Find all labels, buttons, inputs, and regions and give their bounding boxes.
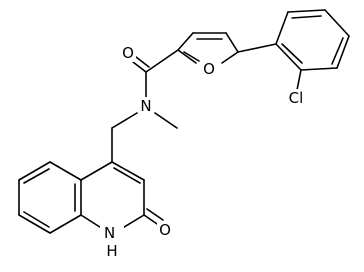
bond-furan-aryl [237, 43, 277, 53]
bond-phenyl-5-6 [300, 67, 338, 71]
bonds [18, 9, 350, 234]
bond-b-c5-c6 [18, 161, 51, 181]
bond-phenyl-2-3 [287, 9, 326, 13]
lactam-nh-label: N H [104, 224, 120, 260]
bond-phenyl-4-5 [336, 35, 350, 69]
bond-phenyl-6-1 [275, 43, 302, 71]
bond-furan-c2-c5-inner [183, 51, 200, 62]
bond-furan-c5-o [221, 51, 239, 64]
bond-phenyl-6-1-inner [281, 43, 303, 64]
lactam-h-label: H [106, 242, 117, 260]
bond-q-n1-c8a [80, 214, 104, 230]
chlorine-label: Cl [289, 89, 304, 107]
bond-phenyl-cl [296, 69, 302, 91]
furan-oxygen-label: O [203, 60, 215, 78]
bond-furan-c2-c3 [177, 32, 194, 51]
bond-furan-o-c2 [177, 49, 197, 64]
bond-b-c5-c6-inner [23, 168, 50, 184]
atom-labels: O N O Cl O N H [100, 44, 308, 262]
bond-q-c4-c3-inner [113, 167, 141, 184]
amide-nitrogen-label: N [140, 97, 151, 115]
bond-furan-c4-c5 [225, 32, 239, 53]
carbonyl-oxygen-label: O [122, 44, 134, 62]
bond-phenyl-3-4 [324, 9, 350, 37]
bond-b-c8-c8a [49, 214, 82, 234]
bond-amide-c-o-2 [135, 56, 150, 68]
bond-phenyl-1-2 [275, 11, 289, 45]
bond-amide-c-o-1 [132, 61, 147, 73]
bond-b-c7-c8 [18, 214, 51, 234]
bond-phenyl-4-5-inner [331, 37, 344, 65]
bond-phenyl-2-3-inner [291, 15, 322, 19]
lactam-oxygen-label: O [159, 221, 171, 239]
bond-q-c2-n1 [120, 214, 145, 230]
bond-n-methyl [154, 112, 178, 129]
bond-q-c4-c3 [111, 161, 145, 181]
bond-b-c4a-c5 [49, 161, 82, 181]
bond-amide-c-furan [145, 49, 179, 73]
lactam-n-label: N [104, 224, 115, 242]
bond-q-c4a-c4 [80, 161, 113, 181]
bond-n-ch2 [111, 112, 138, 129]
bond-b-c7-c8-inner [23, 211, 50, 228]
bond-q-c2-o-2 [146, 208, 164, 221]
